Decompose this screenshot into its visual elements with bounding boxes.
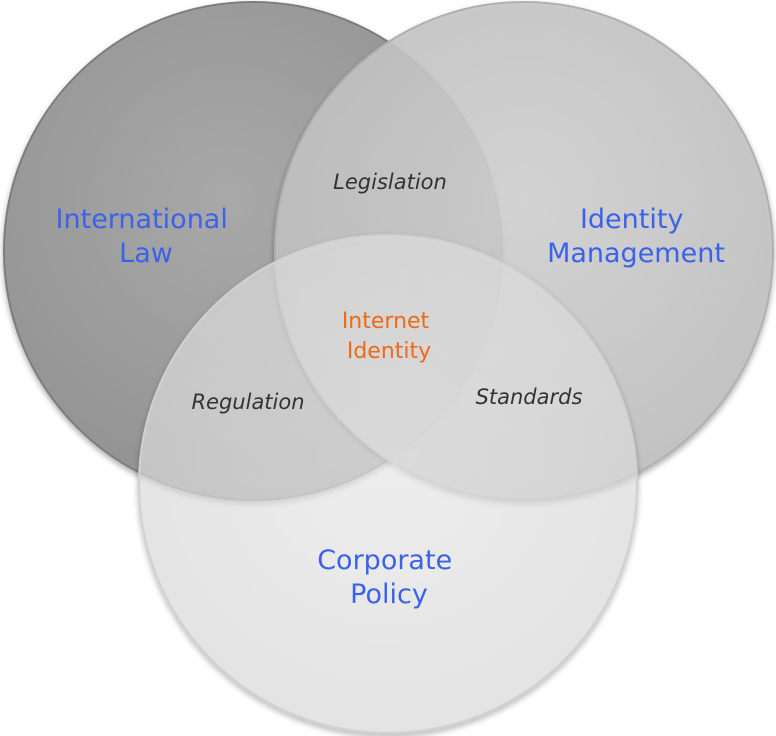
label-international-law: International Law	[56, 204, 237, 269]
label-identity-management-line2: Management	[547, 238, 725, 269]
label-legislation: Legislation	[333, 170, 447, 194]
label-internet-identity-line1: Internet	[342, 309, 430, 334]
label-regulation: Regulation	[191, 390, 304, 414]
circle-corporate-policy	[138, 234, 638, 734]
label-identity-management: Identity Management	[547, 204, 725, 269]
label-corporate-policy-line2: Policy	[350, 579, 428, 610]
label-corporate-policy-line1: Corporate	[317, 545, 452, 576]
label-standards: Standards	[476, 385, 583, 409]
label-international-law-line2: Law	[119, 238, 173, 269]
label-corporate-policy: Corporate Policy	[317, 545, 461, 610]
label-internet-identity-line2: Identity	[347, 339, 431, 364]
label-international-law-line1: International	[56, 204, 228, 235]
label-internet-identity: Internet Identity	[342, 309, 436, 364]
label-identity-management-line1: Identity	[580, 204, 683, 235]
